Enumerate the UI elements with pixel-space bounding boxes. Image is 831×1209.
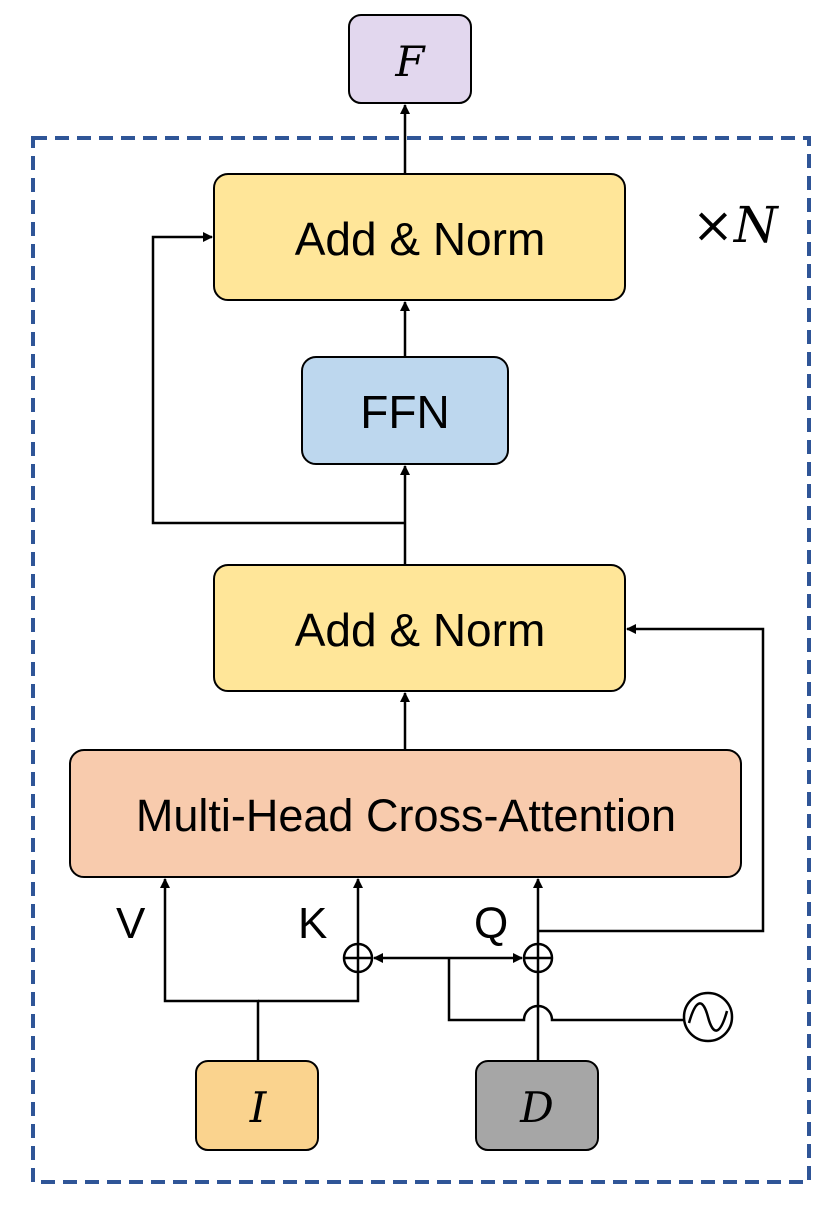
- output-f-box: [348, 14, 472, 104]
- circle-plus-icon: [342, 942, 374, 974]
- repeat-label: ×N: [692, 196, 780, 254]
- port-q-label: Q: [474, 899, 508, 948]
- sine-wave-icon: [682, 991, 734, 1043]
- value-path: [160, 878, 260, 1061]
- add-norm-bottom-box: [213, 564, 626, 692]
- image-to-key-path: [258, 972, 360, 1003]
- add-norm-top-box: [213, 173, 626, 301]
- input-d-label: D: [519, 1083, 554, 1132]
- output-f-label: F: [394, 37, 426, 86]
- connectors: [151, 104, 765, 1061]
- port-v-label: V: [116, 899, 146, 948]
- add-norm-bottom-label: Add & Norm: [295, 604, 546, 656]
- circle-plus-icon: [522, 942, 554, 974]
- input-i-label: I: [249, 1083, 268, 1132]
- ffn-label: FFN: [360, 386, 449, 438]
- residual-query: [538, 624, 765, 933]
- positional-encoding-path: [447, 958, 684, 1022]
- attention-label: Multi-Head Cross-Attention: [136, 790, 676, 841]
- port-k-label: K: [298, 899, 327, 948]
- repeat-frame: [31, 136, 811, 1184]
- residual-ffn: [151, 232, 405, 525]
- add-norm-top-label: Add & Norm: [295, 213, 546, 265]
